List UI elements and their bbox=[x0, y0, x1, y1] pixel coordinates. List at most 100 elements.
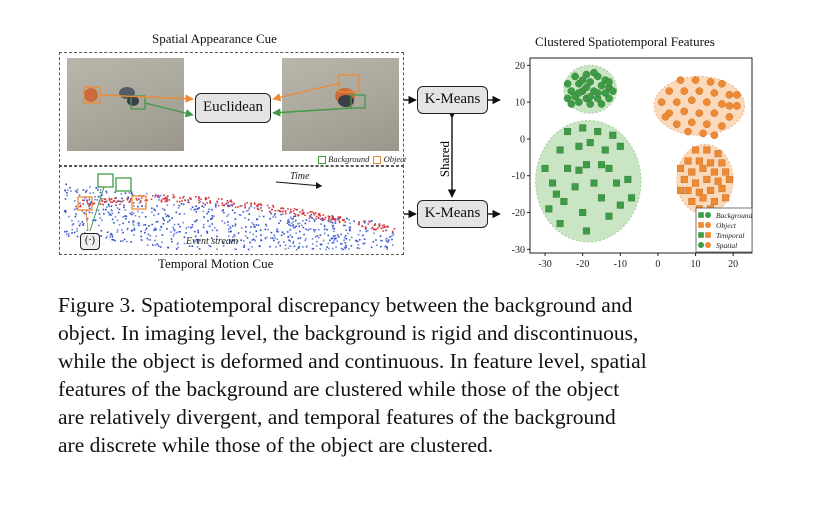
caption-line: are relatively divergent, and temporal f… bbox=[58, 405, 616, 429]
data-point bbox=[703, 98, 711, 106]
data-point bbox=[699, 164, 707, 172]
data-point bbox=[552, 190, 560, 198]
y-tick-label: 0 bbox=[520, 134, 525, 145]
caption-line: while the object is deformed and continu… bbox=[58, 349, 647, 373]
data-point bbox=[545, 205, 553, 213]
data-point bbox=[699, 194, 707, 202]
legend-label: Temporal bbox=[716, 231, 744, 240]
event-stream-plot bbox=[64, 173, 396, 251]
legend-marker bbox=[698, 212, 704, 218]
y-tick-label: 10 bbox=[515, 98, 525, 109]
data-point bbox=[582, 161, 590, 169]
data-point bbox=[695, 109, 704, 117]
legend-label: Background bbox=[716, 211, 753, 220]
data-point bbox=[597, 81, 606, 90]
data-point bbox=[560, 197, 568, 205]
data-point bbox=[616, 142, 624, 150]
data-point bbox=[718, 185, 726, 193]
data-point bbox=[676, 76, 685, 84]
data-point bbox=[567, 87, 576, 95]
data-point bbox=[687, 96, 696, 105]
data-point bbox=[688, 197, 696, 205]
data-point bbox=[718, 79, 726, 88]
data-point bbox=[695, 87, 704, 95]
data-point bbox=[725, 90, 734, 99]
data-point bbox=[597, 161, 605, 169]
data-point bbox=[718, 159, 726, 167]
background-box bbox=[97, 173, 114, 188]
data-point bbox=[556, 220, 564, 228]
x-tick-label: 10 bbox=[691, 259, 701, 270]
event-stream-label: Event stream bbox=[186, 236, 239, 247]
data-point bbox=[692, 146, 700, 154]
data-point bbox=[571, 183, 579, 191]
x-tick-label: -20 bbox=[576, 259, 589, 270]
data-point bbox=[601, 146, 609, 154]
legend-marker bbox=[698, 242, 704, 248]
legend-label: Spatial bbox=[716, 241, 737, 250]
figure-caption: Figure 3. Spatiotemporal discrepancy bet… bbox=[58, 291, 778, 459]
euclidean-node: Euclidean bbox=[195, 93, 271, 123]
data-point bbox=[692, 179, 700, 187]
object-box bbox=[131, 195, 147, 210]
data-point bbox=[578, 76, 587, 84]
data-point bbox=[616, 201, 624, 209]
temporal-cue-panel bbox=[59, 165, 404, 255]
data-point bbox=[680, 175, 688, 183]
data-point bbox=[695, 157, 703, 165]
data-point bbox=[593, 89, 602, 97]
data-point bbox=[590, 68, 598, 77]
data-point bbox=[710, 109, 719, 117]
legend-marker bbox=[705, 222, 711, 228]
x-tick-label: -10 bbox=[614, 259, 627, 270]
data-point bbox=[549, 179, 557, 187]
legend-marker bbox=[705, 232, 711, 238]
plot-frame bbox=[529, 57, 753, 254]
legend-background-label: Background bbox=[328, 154, 370, 164]
connector bbox=[89, 186, 105, 232]
data-point bbox=[714, 150, 722, 158]
kmeans-top-node: K-Means bbox=[417, 86, 488, 114]
data-point bbox=[541, 164, 549, 172]
connector bbox=[85, 209, 89, 232]
data-point bbox=[710, 131, 719, 140]
data-point bbox=[687, 118, 696, 127]
data-point bbox=[579, 209, 587, 217]
data-point bbox=[680, 87, 689, 95]
data-point bbox=[706, 78, 715, 86]
y-tick-label: -10 bbox=[512, 171, 525, 182]
data-point bbox=[707, 186, 715, 194]
data-point bbox=[718, 122, 726, 130]
data-point bbox=[564, 128, 572, 136]
data-point bbox=[575, 98, 583, 106]
data-point bbox=[628, 194, 636, 202]
time-label: Time bbox=[290, 171, 310, 182]
data-point bbox=[718, 100, 726, 108]
data-point bbox=[677, 186, 685, 194]
data-point bbox=[665, 87, 674, 95]
data-point bbox=[563, 94, 572, 103]
data-point bbox=[657, 98, 666, 106]
legend-background-swatch bbox=[318, 156, 326, 165]
data-point bbox=[563, 79, 572, 88]
data-point bbox=[703, 175, 711, 183]
data-point bbox=[579, 124, 587, 132]
legend-marker bbox=[705, 212, 711, 218]
data-point bbox=[661, 113, 670, 121]
data-point bbox=[597, 194, 605, 202]
data-point bbox=[575, 142, 583, 150]
data-point bbox=[710, 197, 718, 205]
right-photo bbox=[282, 58, 399, 151]
y-tick-label: 20 bbox=[515, 61, 525, 72]
data-point bbox=[695, 188, 703, 196]
data-point bbox=[725, 113, 734, 121]
temporal-cue-title: Temporal Motion Cue bbox=[158, 256, 274, 271]
background-box bbox=[115, 177, 132, 192]
data-point bbox=[597, 100, 606, 108]
x-tick-label: 0 bbox=[655, 259, 660, 270]
data-point bbox=[608, 87, 617, 95]
spatial-cue-title: Spatial Appearance Cue bbox=[152, 31, 277, 46]
data-point bbox=[691, 76, 700, 84]
caption-line: object. In imaging level, the background… bbox=[58, 321, 639, 345]
